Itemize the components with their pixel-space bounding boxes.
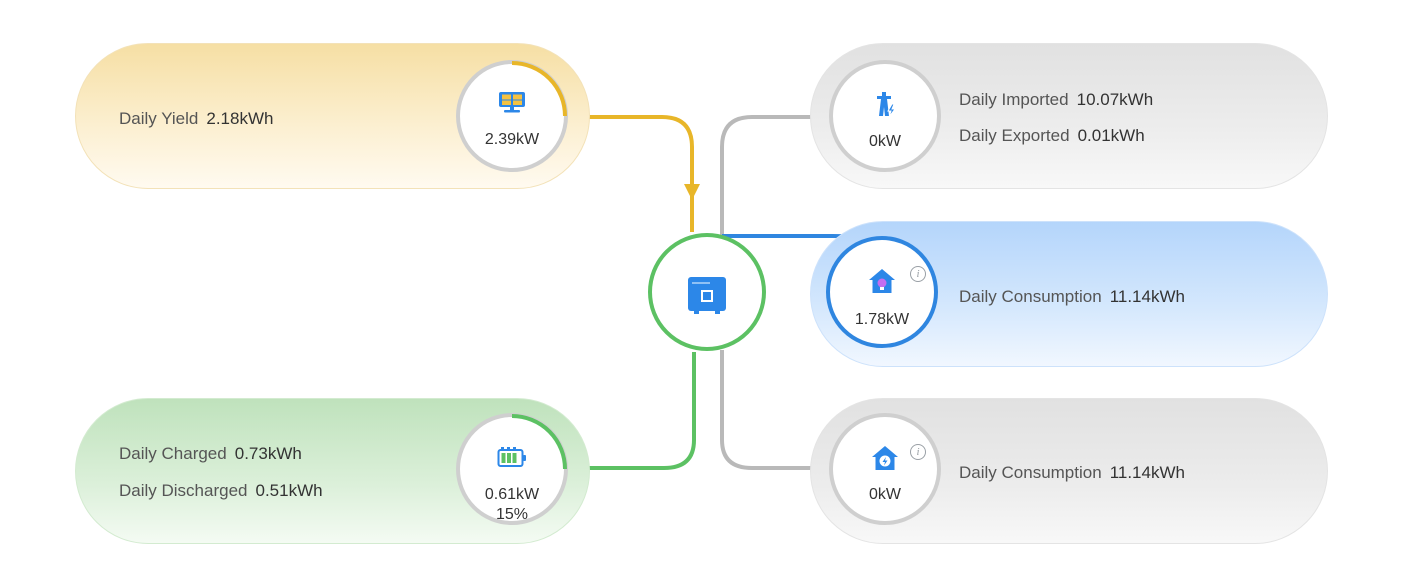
- home-backup-icon: [871, 445, 899, 476]
- daily-yield: Daily Yield 2.18kWh: [119, 109, 273, 129]
- solar-flow-arrow: [684, 184, 700, 200]
- backup-daily-consumption-label: Daily Consumption: [959, 463, 1102, 482]
- grid-power-reading: 0kW: [869, 133, 901, 150]
- daily-yield-value: 2.18kWh: [206, 109, 274, 128]
- home-power-reading: 1.78kW: [854, 311, 910, 328]
- solar-node[interactable]: 2.39kW: [456, 60, 568, 172]
- battery-soc-reading: 15%: [495, 506, 529, 523]
- inverter-node[interactable]: [648, 233, 766, 351]
- solar-panel-icon: [497, 90, 527, 119]
- daily-yield-label: Daily Yield: [119, 109, 199, 128]
- battery-node[interactable]: 0.61kW 15%: [456, 413, 568, 525]
- home-daily-consumption-label: Daily Consumption: [959, 287, 1102, 306]
- solar-power-arc: [511, 61, 567, 117]
- daily-discharged-label: Daily Discharged: [119, 481, 248, 500]
- home-daily-consumption-value: 11.14kWh: [1109, 287, 1185, 306]
- daily-discharged-value: 0.51kWh: [255, 481, 323, 500]
- backup-daily-consumption-value: 11.14kWh: [1109, 463, 1185, 482]
- daily-exported: Daily Exported 0.01kWh: [959, 126, 1145, 146]
- daily-charged-label: Daily Charged: [119, 444, 227, 463]
- daily-exported-label: Daily Exported: [959, 126, 1070, 145]
- backup-load-node[interactable]: 0kW: [829, 413, 941, 525]
- home-lightbulb-icon: [868, 268, 896, 299]
- grid-node[interactable]: 0kW: [829, 60, 941, 172]
- backup-power-reading: 0kW: [869, 486, 901, 503]
- grid-tower-icon: [871, 90, 899, 123]
- battery-flow-line: [580, 352, 696, 470]
- grid-flow-line: [720, 115, 830, 236]
- home-daily-consumption: Daily Consumption 11.14kWh: [959, 287, 1185, 307]
- solar-power-reading: 2.39kW: [484, 131, 540, 148]
- daily-charged-value: 0.73kWh: [234, 444, 302, 463]
- battery-power-arc: [511, 414, 567, 470]
- daily-imported: Daily Imported 10.07kWh: [959, 90, 1153, 110]
- home-info-icon[interactable]: i: [910, 266, 926, 282]
- solar-flow-line: [570, 115, 694, 200]
- backup-daily-consumption: Daily Consumption 11.14kWh: [959, 463, 1185, 483]
- battery-icon: [497, 447, 527, 474]
- battery-power-reading: 0.61kW: [484, 486, 540, 503]
- daily-charged: Daily Charged 0.73kWh: [119, 444, 302, 464]
- inverter-icon: [686, 275, 728, 320]
- daily-imported-label: Daily Imported: [959, 90, 1069, 109]
- backup-info-icon[interactable]: i: [910, 444, 926, 460]
- daily-discharged: Daily Discharged 0.51kWh: [119, 481, 323, 501]
- backup-flow-line: [720, 350, 830, 470]
- daily-imported-value: 10.07kWh: [1076, 90, 1154, 109]
- home-load-node[interactable]: 1.78kW: [826, 236, 938, 348]
- daily-exported-value: 0.01kWh: [1077, 126, 1145, 145]
